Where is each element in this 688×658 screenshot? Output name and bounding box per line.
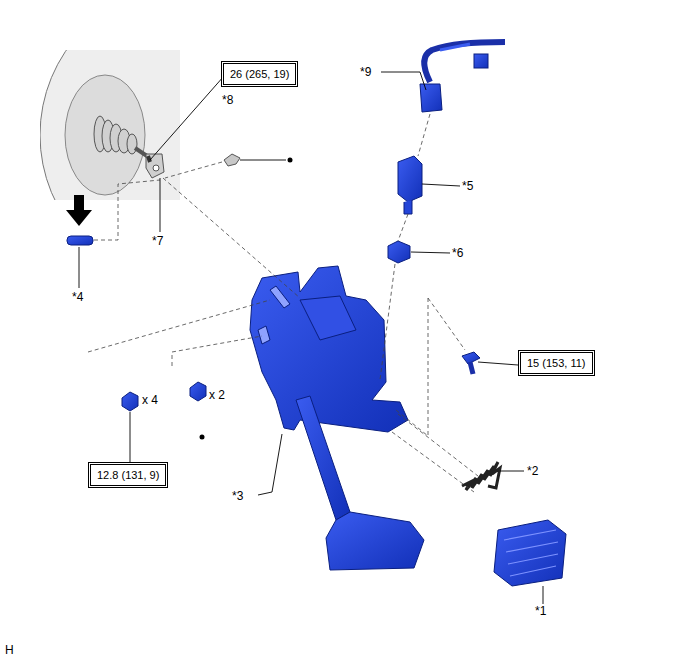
- switch-plunger: [404, 200, 412, 214]
- assembly-line: [398, 214, 408, 241]
- leader-line: [381, 72, 426, 90]
- assembly-line: [418, 114, 430, 156]
- callout-number: x 4: [142, 393, 158, 407]
- callout-number: *7: [152, 234, 163, 248]
- bracket-hole: [270, 286, 290, 308]
- torque-value: 15 (153, 11): [527, 356, 586, 370]
- assembly-line: [396, 298, 428, 436]
- booster-shell: [40, 50, 180, 200]
- direction-arrow: [66, 195, 92, 226]
- harness-clip: [474, 54, 488, 68]
- leader-line: [411, 252, 450, 253]
- cushion: [388, 241, 410, 263]
- callout-number: *5: [462, 179, 473, 193]
- pedal-pad-base: [326, 512, 424, 570]
- brake-booster: [40, 50, 180, 200]
- callout-number: *3: [232, 489, 243, 503]
- leader-line: [130, 412, 131, 462]
- leader-line: [258, 434, 282, 495]
- booster-plate: [65, 75, 145, 195]
- lock-nut: [148, 156, 150, 162]
- assembly-line: [165, 162, 222, 178]
- clip: [224, 154, 240, 166]
- leader-line: [79, 247, 80, 288]
- pedal-arm: [296, 396, 350, 520]
- torque-spec-box: 26 (265, 19): [221, 61, 298, 87]
- booster-boot: [94, 116, 164, 178]
- callout-number: *9: [360, 65, 371, 79]
- callout-number: *8: [222, 93, 233, 107]
- nut: [122, 392, 138, 411]
- callout-number: *6: [452, 246, 463, 260]
- callout-number: x 2: [209, 388, 225, 402]
- assembly-lines: [88, 114, 478, 492]
- pedal-pad: [494, 520, 566, 586]
- torque-value: 12.8 (131, 9): [97, 468, 159, 482]
- pad-grip: [504, 530, 558, 576]
- callout-number: *4: [72, 290, 83, 304]
- assembly-line: [428, 298, 465, 350]
- leader-line: [500, 471, 524, 472]
- torque-spec-box: 15 (153, 11): [518, 350, 595, 376]
- torque-spec-box: 12.8 (131, 9): [88, 462, 168, 488]
- reuse-dot: [288, 158, 293, 163]
- callout-number: H: [5, 643, 14, 657]
- clevis-pin: [67, 236, 93, 245]
- stop-light-switch: [398, 156, 422, 202]
- leader-line: [150, 76, 224, 160]
- callout-number: *1: [535, 604, 546, 618]
- clevis: [146, 154, 164, 178]
- pad-body: [494, 520, 566, 586]
- assembly-line: [172, 336, 262, 366]
- assembly-line: [392, 432, 474, 492]
- assembly-line: [380, 264, 395, 380]
- leader-lines: [79, 72, 543, 604]
- brake-pedal-assembly: [250, 266, 424, 570]
- assembly-line: [163, 178, 300, 298]
- bracket-hole: [258, 326, 270, 344]
- bolt-shank: [470, 362, 473, 374]
- leader-line: [240, 160, 286, 161]
- assembly-line: [94, 180, 160, 240]
- nut: [190, 382, 206, 401]
- leader-line: [422, 184, 460, 186]
- clevis-hole: [153, 165, 159, 171]
- assembly-line: [88, 300, 270, 352]
- leader-line: [543, 586, 544, 604]
- leader-line: [160, 178, 161, 232]
- callout-number: *2: [527, 464, 538, 478]
- boot-ring: [127, 134, 137, 154]
- connector-plug: [420, 84, 442, 112]
- return-spring: [462, 462, 500, 490]
- wire-harness: [440, 44, 470, 50]
- wire-harness: [424, 42, 505, 82]
- leader-line: [478, 362, 518, 365]
- reuse-dot: [200, 435, 205, 440]
- bracket-plate: [300, 296, 356, 340]
- torque-value: 26 (265, 19): [230, 67, 289, 81]
